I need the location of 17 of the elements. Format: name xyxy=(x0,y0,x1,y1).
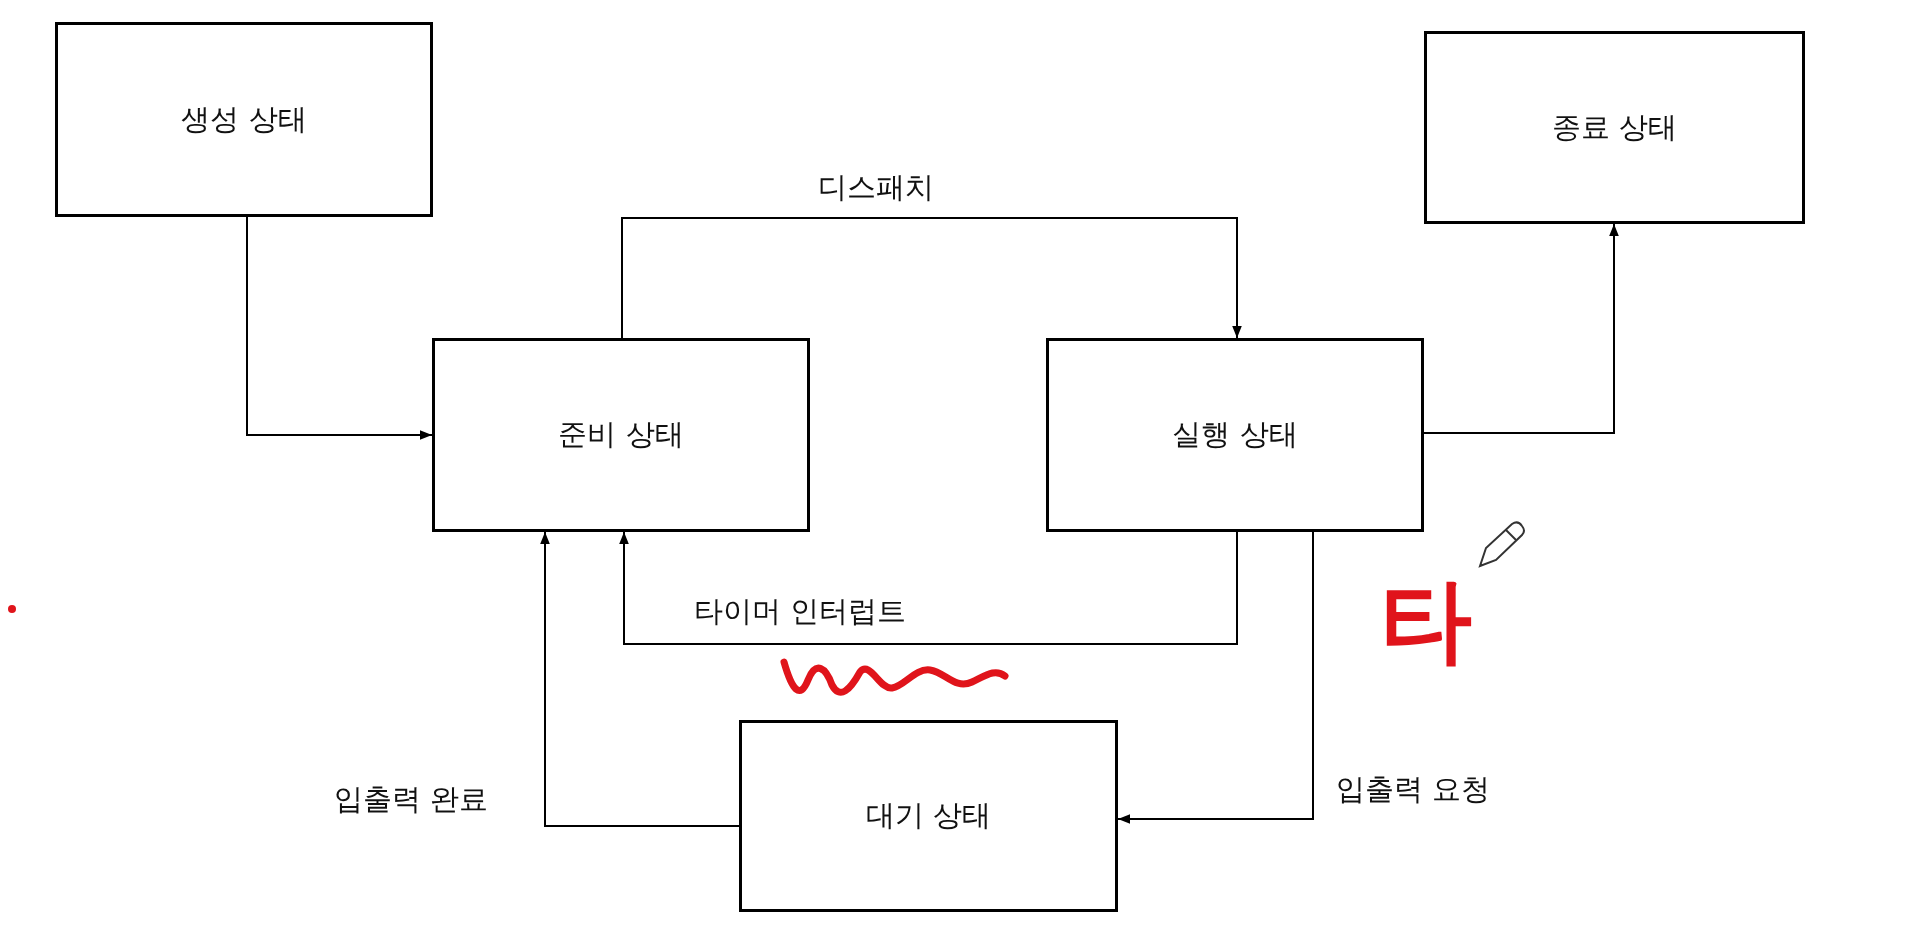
state-box xyxy=(1424,31,1805,224)
arrow xyxy=(1117,531,1314,824)
state-box xyxy=(432,338,810,532)
state-label: 종료 상태 xyxy=(1551,108,1678,146)
state-label: 준비 상태 xyxy=(558,416,684,453)
state-label: 대기 상태 xyxy=(865,797,992,834)
state-label: 실행 상태 xyxy=(1172,416,1298,453)
state-box xyxy=(1046,338,1424,532)
handwritten-note: 타 xyxy=(1380,575,1472,667)
state-label: 생성 상태 xyxy=(181,100,307,138)
arrow xyxy=(540,531,740,827)
arrow xyxy=(246,216,433,440)
arrow xyxy=(619,531,1238,645)
arrow xyxy=(621,217,1242,339)
arrow xyxy=(1423,223,1619,434)
state-box xyxy=(739,720,1118,912)
state-box xyxy=(55,22,433,217)
